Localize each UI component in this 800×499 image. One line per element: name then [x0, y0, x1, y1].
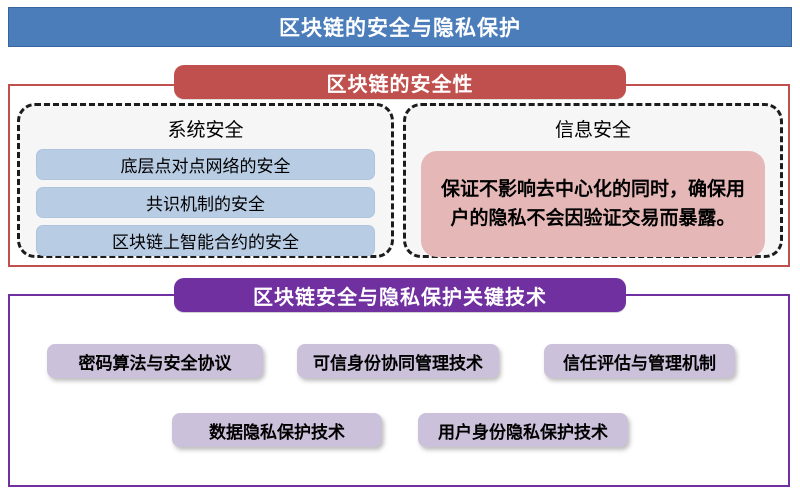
- main-title-banner: 区块链的安全与隐私保护: [8, 7, 792, 47]
- technology-chip: 数据隐私保护技术: [172, 413, 382, 447]
- system-security-title: 系统安全: [167, 120, 244, 141]
- system-security-item: 区块链上智能合约的安全: [36, 225, 375, 256]
- technology-section-frame: [8, 294, 790, 487]
- info-security-panel: 信息安全 保证不影响去中心化的同时，确保用户的隐私不会因验证交易而暴露。: [403, 103, 783, 258]
- technology-section-header: 区块链安全与隐私保护关键技术: [174, 278, 626, 312]
- technology-chip: 可信身份协同管理技术: [297, 344, 499, 378]
- technology-chip: 用户身份隐私保护技术: [418, 413, 628, 447]
- system-security-panel: 系统安全 底层点对点网络的安全 共识机制的安全 区块链上智能合约的安全: [17, 103, 394, 258]
- main-title: 区块链的安全与隐私保护: [279, 17, 521, 40]
- technology-section-title: 区块链安全与隐私保护关键技术: [253, 286, 547, 309]
- info-security-description: 保证不影响去中心化的同时，确保用户的隐私不会因验证交易而暴露。: [421, 151, 765, 257]
- system-security-item: 共识机制的安全: [36, 187, 375, 218]
- technology-chip: 信任评估与管理机制: [544, 344, 735, 378]
- security-section-header: 区块链的安全性: [174, 65, 626, 99]
- security-section-title: 区块链的安全性: [326, 73, 474, 96]
- technology-chip: 密码算法与安全协议: [47, 344, 263, 378]
- system-security-item: 底层点对点网络的安全: [36, 149, 375, 180]
- info-security-title: 信息安全: [554, 120, 631, 141]
